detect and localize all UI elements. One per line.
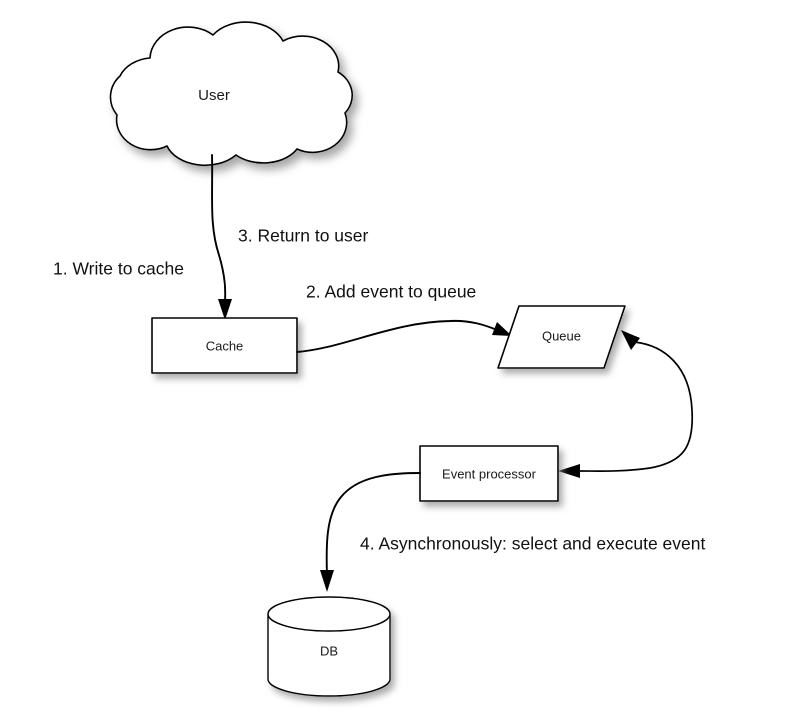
arrowhead-queue-left bbox=[492, 322, 512, 336]
edge-cache-to-queue[interactable] bbox=[296, 319, 512, 353]
edge-queue-processor-loop[interactable] bbox=[558, 330, 694, 478]
step-label-2: 2. Add event to queue bbox=[306, 282, 476, 302]
step-label-4: 4. Asynchronously: select and execute ev… bbox=[360, 534, 705, 554]
node-user-label: User bbox=[198, 87, 230, 104]
node-event-processor-label: Event processor bbox=[442, 466, 537, 481]
edge-processor-to-db[interactable] bbox=[320, 472, 421, 592]
node-cache-label: Cache bbox=[206, 338, 244, 353]
node-cache[interactable]: Cache bbox=[151, 317, 298, 374]
step-label-1: 1. Write to cache bbox=[53, 259, 184, 279]
step-label-3: 3. Return to user bbox=[238, 226, 369, 246]
edge-user-to-cache[interactable] bbox=[211, 154, 232, 320]
arrowhead-db-top bbox=[320, 570, 334, 592]
node-db-label: DB bbox=[320, 643, 338, 658]
node-queue[interactable]: Queue bbox=[497, 305, 626, 369]
node-queue-label: Queue bbox=[542, 328, 581, 343]
arrowhead-cache-top bbox=[218, 299, 232, 320]
arrowhead-processor-right bbox=[558, 464, 580, 478]
arrowhead-queue-right bbox=[621, 330, 640, 350]
node-event-processor[interactable]: Event processor bbox=[419, 445, 559, 502]
node-db[interactable]: DB bbox=[267, 596, 391, 697]
node-user[interactable]: User bbox=[109, 21, 354, 167]
